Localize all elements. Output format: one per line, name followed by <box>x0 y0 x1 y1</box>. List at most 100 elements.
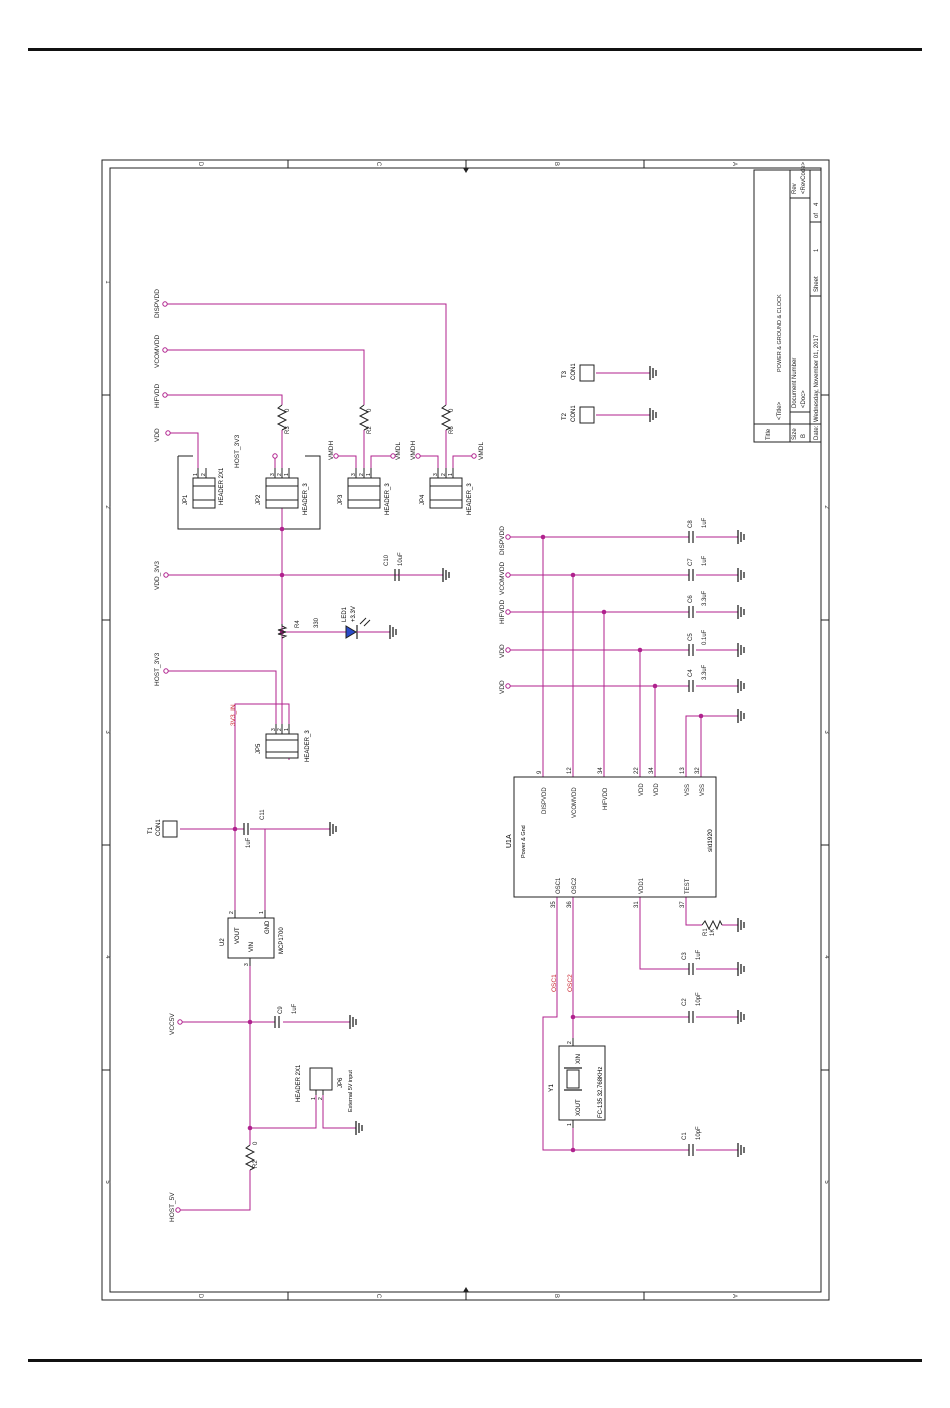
led1-value: +3.3V <box>351 606 357 622</box>
net-vmdl: VMDL <box>478 442 485 460</box>
c6-ref: C6 <box>688 595 694 603</box>
rev-label: Rev <box>792 183 798 194</box>
u2-pin-vin: VIN <box>249 942 255 952</box>
jp5-pin2: 2 <box>277 728 283 731</box>
jp3-ref: JP3 <box>338 494 344 505</box>
zone-letter-bottom: D <box>197 1294 203 1299</box>
u2-pin-vout: VOUT <box>235 927 241 944</box>
y1-ref: Y1 <box>548 1084 555 1092</box>
c2-value: 10pF <box>696 992 702 1006</box>
zone-letter-bottom: A <box>731 1294 737 1298</box>
zone-number-left: 5 <box>104 1180 110 1184</box>
testpoint-t2: T2 CON1 <box>562 405 595 424</box>
u1-pin-vdd2-num: 34 <box>649 767 655 774</box>
zone-letter-bottom: C <box>375 1294 381 1299</box>
frame-arrows <box>463 168 469 1292</box>
zone-labels: D C B A D C B A 1 2 3 4 5 2 3 4 5 <box>104 162 829 1299</box>
c5-value: 0.1uF <box>702 629 708 645</box>
zone-number-left: 3 <box>104 730 110 734</box>
net-dispvdd-r: DISPVDD <box>499 526 506 555</box>
date-label: Date: <box>814 425 820 440</box>
u1-pin-vdd2: VDD <box>654 783 660 796</box>
header-jp3: JP3 HEADER_3 3 2 1 <box>338 468 391 515</box>
net-hifvdd: HIFVDD <box>154 384 161 409</box>
u1-pin-vcomvdd: VCOMVDD <box>572 787 578 818</box>
jp4-pin2: 2 <box>441 473 447 476</box>
c9-value: 1uF <box>292 1003 298 1014</box>
u1-pin-test: TEST <box>685 878 691 894</box>
u1-pin-vdd-num: 22 <box>634 767 640 774</box>
title-value: POWER & GROUND & CLOCK <box>777 294 783 372</box>
jp3-pin1: 1 <box>366 473 372 476</box>
net-vmdh: VMDH <box>410 441 417 460</box>
y1-pin-xout: XOUT <box>576 1099 582 1116</box>
u2-pin-gnd: GND <box>265 920 271 934</box>
zone-letter-top: C <box>375 162 381 167</box>
r5-value: 0 <box>253 1141 259 1145</box>
net-hifvdd-r: HIFVDD <box>499 600 506 625</box>
c8-value: 1uF <box>702 517 708 528</box>
led1-ref: LED1 <box>342 606 348 622</box>
r1-value: 1K <box>710 929 716 936</box>
r4-value: 330 <box>314 617 320 628</box>
jp1-value: HEADER 2X1 <box>219 467 225 505</box>
c2-ref: C2 <box>682 998 688 1006</box>
resistor-r2 <box>358 404 370 431</box>
sheet-label: Sheet <box>814 276 820 292</box>
jp3-pin3: 3 <box>351 473 357 476</box>
rev-value: <RevCode> <box>801 161 807 194</box>
net-vcomvdd-r: VCOMVDD <box>499 561 506 595</box>
y1-pin2: 2 <box>567 1041 573 1044</box>
net-vdd-r: VDD <box>499 644 506 658</box>
net-host-3v3: HOST_3V3 <box>234 434 241 468</box>
u1-pin-osc1: OSC1 <box>556 877 562 894</box>
u2-pin1-num: 1 <box>259 911 265 914</box>
net-host-3v3-b: HOST_3V3 <box>154 652 161 686</box>
c3-value: 1uF <box>696 949 702 960</box>
resistors <box>244 404 723 1171</box>
net-vmdh: VMDH <box>328 441 335 460</box>
u1-pin-vss-num: 13 <box>680 767 686 774</box>
u1-pin-osc2: OSC2 <box>572 877 578 894</box>
u1a-ref: U1A <box>506 834 513 848</box>
title-placeholder: <Title> <box>777 401 783 420</box>
jp1-pin2: 2 <box>201 473 207 476</box>
jp2-ref: JP2 <box>256 494 262 505</box>
zone-number-left: 2 <box>104 505 110 509</box>
u1-pin-vss: VSS <box>685 784 691 796</box>
sheet-frame <box>101 159 830 1301</box>
resistor-r4 <box>277 624 288 639</box>
resistor-r6 <box>440 404 452 431</box>
c7-value: 1uF <box>702 555 708 566</box>
u1a-value: sld1920 <box>707 829 714 852</box>
jp6-ref: JP6 <box>338 1077 344 1088</box>
testpoint-t1: T1 CON1 <box>148 819 178 838</box>
top-rule <box>28 48 922 51</box>
net-endpoints <box>162 301 511 1213</box>
resistor-r5 <box>244 1144 256 1171</box>
jp6-value: HEADER 2X1 <box>296 1064 302 1102</box>
sheet-value: 1 <box>814 248 820 252</box>
title-block: Title <Title> POWER & GROUND & CLOCK Siz… <box>753 161 822 443</box>
net-labels: DISPVDD VCOMVDD HIFVDD VDD HOST_3V3 VDD_… <box>154 289 574 1222</box>
u1-pin-osc2-num: 36 <box>567 901 573 908</box>
r3-ref: R3 <box>285 426 291 434</box>
c10-ref: C10 <box>384 554 390 566</box>
zone-number-right: 5 <box>823 1180 829 1184</box>
zone-number-right: 4 <box>823 955 829 959</box>
docnum-label: Document Number <box>792 358 798 408</box>
u1-pin-vss2-num: 32 <box>695 767 701 774</box>
size-value: B <box>801 434 807 438</box>
zone-letter-top: B <box>553 162 559 166</box>
zone-letter-top: A <box>731 162 737 166</box>
testpoint-t3: T3 CON1 <box>562 363 595 382</box>
capacitors <box>243 531 694 1156</box>
y1-pin1: 1 <box>567 1123 573 1126</box>
c7-ref: C7 <box>688 558 694 566</box>
ic-u1a: U1A Power & Gnd sld1920 DISPVDD 9 VCOMVD… <box>506 767 717 908</box>
of-value: 4 <box>814 202 820 206</box>
c9-ref: C9 <box>278 1006 284 1014</box>
jp5-ref: JP5 <box>256 743 262 754</box>
t1-value: CON1 <box>156 819 162 836</box>
